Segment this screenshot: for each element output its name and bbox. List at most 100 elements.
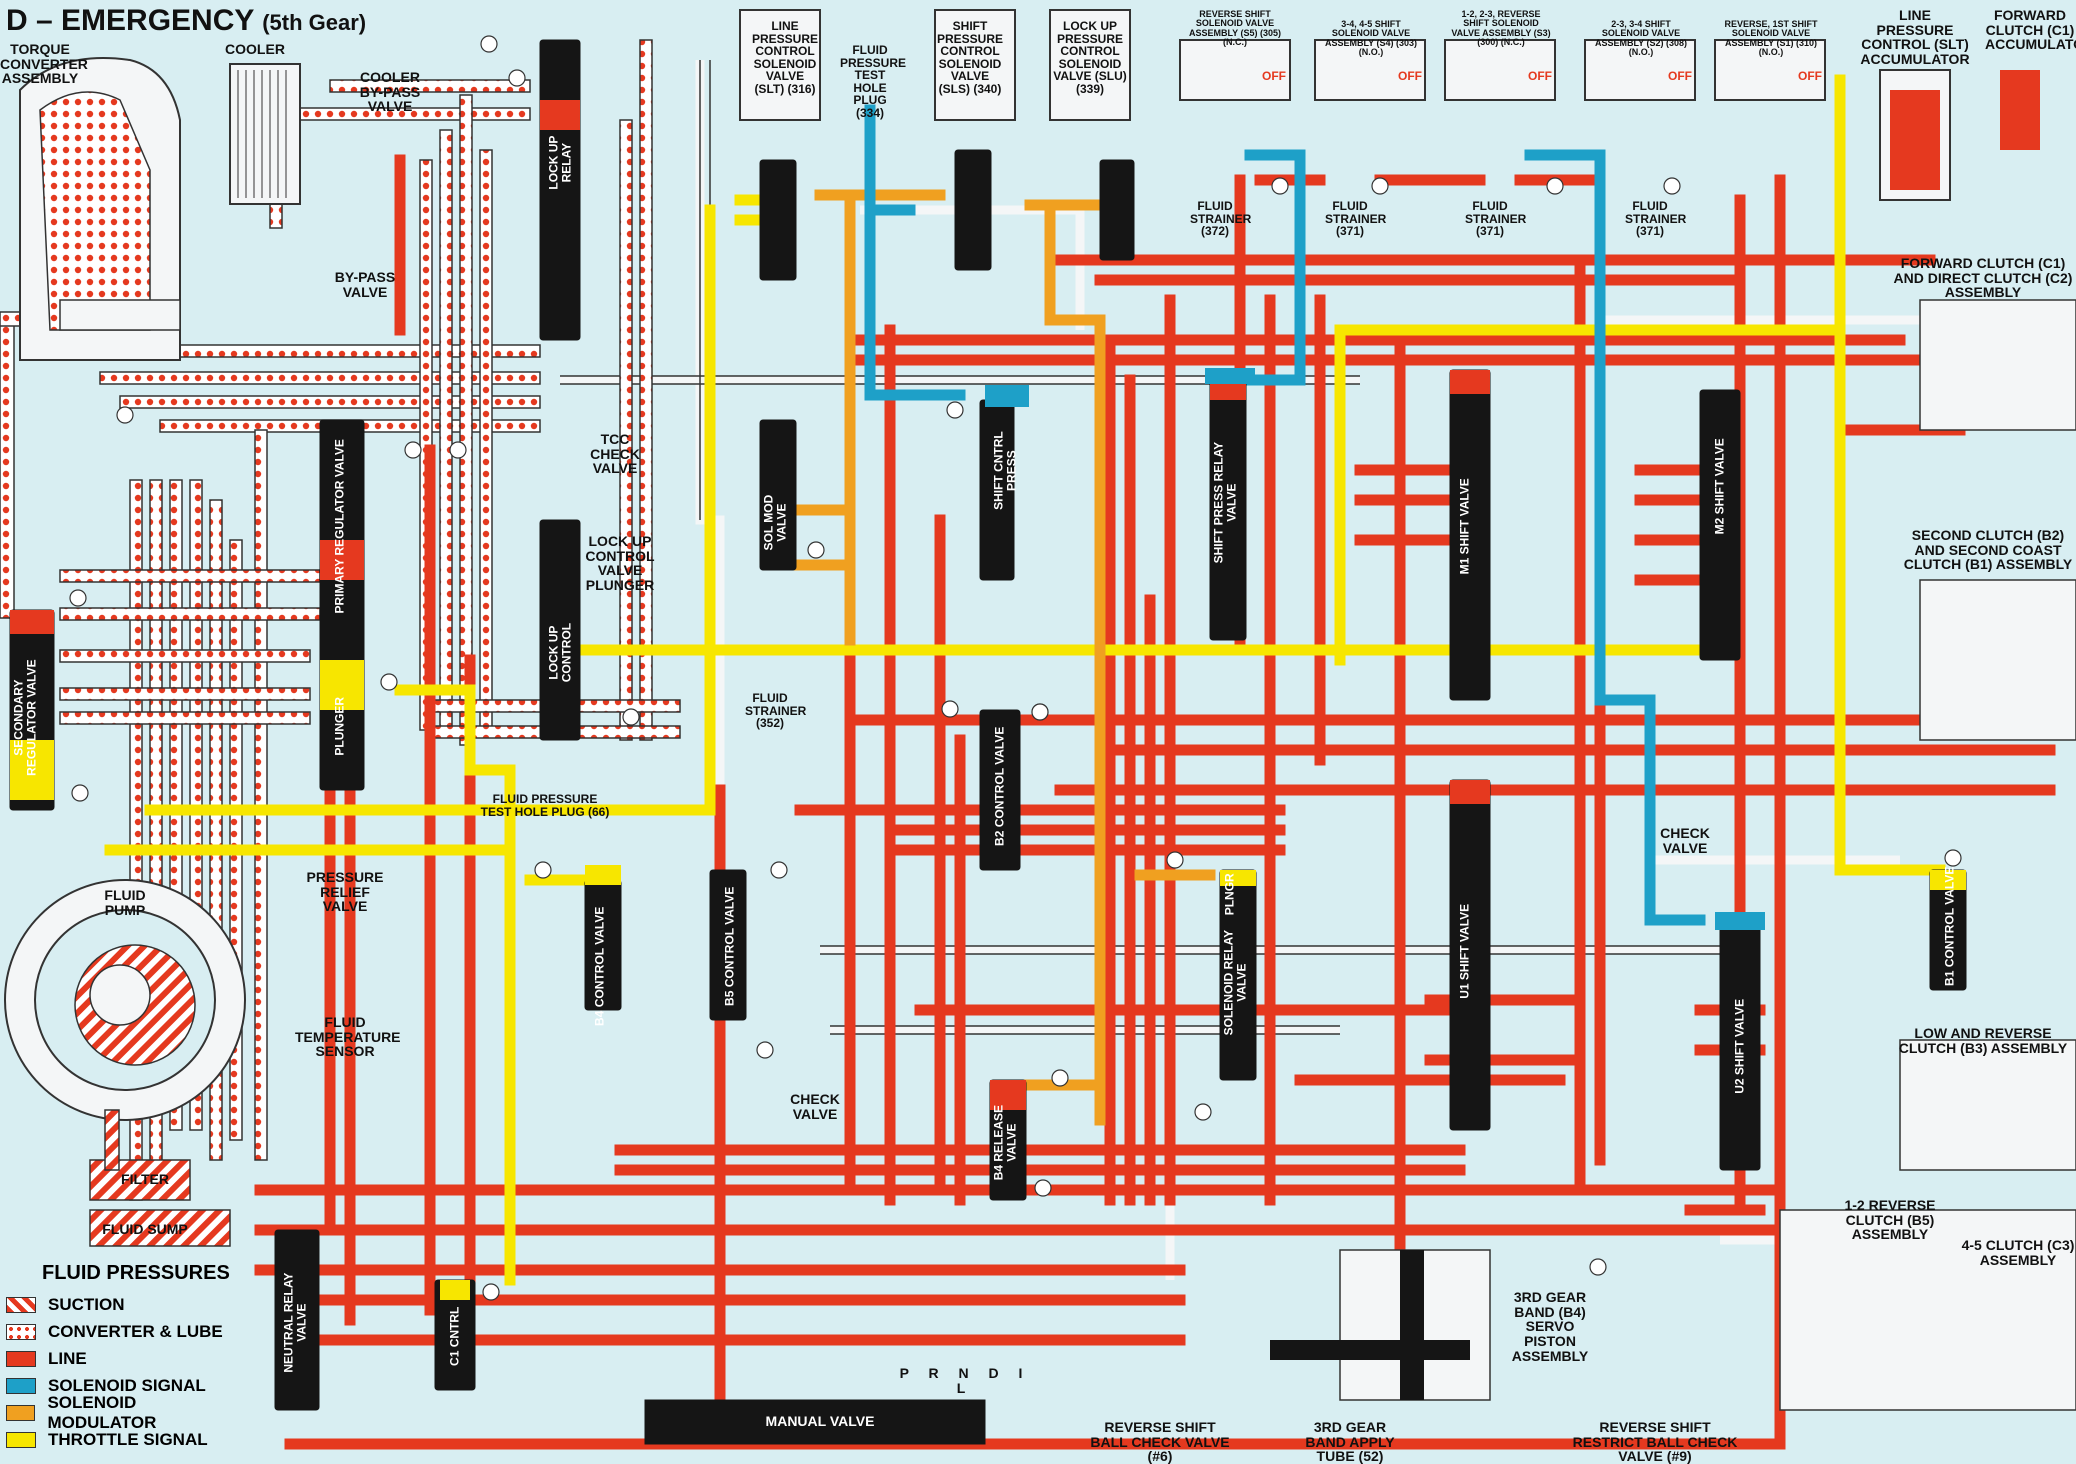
band-servo-label: 3RD GEAR BAND (B4) SERVO PISTON ASSEMBLY <box>1511 1289 1589 1364</box>
secondary-reg-label: SECONDARY REGULATOR VALVE <box>11 659 38 776</box>
sol-mod-label: SOL MOD VALVE <box>761 494 788 551</box>
s5-label: REVERSE SHIFT SOLENOID VALVE ASSEMBLY (S… <box>1188 9 1282 48</box>
lock-up-relay-label: LOCK UP RELAY <box>546 135 573 190</box>
legend-item: CONVERTER & LUBE <box>6 1318 246 1345</box>
clutch-assemblies <box>1339 299 2076 1411</box>
plunger-label: PLUNGER <box>332 696 347 756</box>
fluid-pump-label: FLUID PUMP <box>104 887 146 918</box>
legend-item: THROTTLE SIGNAL <box>6 1426 246 1453</box>
legend-label: LINE <box>48 1348 87 1368</box>
neutral-relay-label: NEUTRAL RELAY VALVE <box>281 1272 308 1373</box>
primary-reg-label: PRIMARY REGULATOR VALVE <box>332 439 347 614</box>
temp-sensor-label: FLUID TEMPERATURE SENSOR <box>295 1014 401 1060</box>
legend: FLUID PRESSURES SUCTION CONVERTER & LUBE… <box>6 1262 246 1453</box>
u1-shift-label: U1 SHIFT VALVE <box>1457 903 1472 999</box>
b5-control-label: B5 CONTROL VALVE <box>722 886 737 1006</box>
slt-label: LINE PRESSURE CONTROL SOLENOID VALVE (SL… <box>751 19 819 96</box>
pressure-relief-label: PRESSURE RELIEF VALVE <box>306 869 384 915</box>
strainer-371c-label: FLUID STRAINER (371) <box>1625 199 1687 239</box>
fluid-sump-label: FLUID SUMP <box>102 1221 188 1237</box>
b4-control-label: B4 CONTROL VALVE <box>592 906 607 1026</box>
c1-accumulator-label: FORWARD CLUTCH (C1) ACCUMULATOR <box>1985 7 2076 53</box>
m2-shift-label: M2 SHIFT VALVE <box>1712 438 1727 535</box>
filter-label: FILTER <box>121 1171 169 1187</box>
manual-valve-label: MANUAL VALVE <box>765 1413 875 1429</box>
band-apply-tube-label: 3RD GEAR BAND APPLY TUBE (52) <box>1305 1419 1395 1464</box>
shift-cntrl-press-label: SHIFT CNTRL PRESS <box>991 431 1018 510</box>
b3-label: LOW AND REVERSE CLUTCH (B3) ASSEMBLY <box>1898 1025 2068 1056</box>
legend-item: SOLENOID SIGNAL <box>6 1372 246 1399</box>
b5-label: 1-2 REVERSE CLUTCH (B5) ASSEMBLY <box>1844 1197 1936 1243</box>
legend-item: SOLENOID MODULATOR <box>6 1393 246 1432</box>
m1-shift-label: M1 SHIFT VALVE <box>1457 478 1472 575</box>
tcc-check-label: TCC CHECK VALVE <box>590 431 640 477</box>
s3-label: 1-2, 2-3, REVERSE SHIFT SOLENOID VALVE A… <box>1451 9 1551 48</box>
strainer-371a-label: FLUID STRAINER (371) <box>1325 199 1387 239</box>
diagram-title: D – EMERGENCY (5th Gear) <box>6 4 366 38</box>
throttle-signal-swatch <box>6 1431 36 1448</box>
legend-label: SOLENOID MODULATOR <box>47 1392 157 1432</box>
b1-control-label: B1 CONTROL VALVE <box>1942 866 1957 986</box>
slt-accumulator-label: LINE PRESSURE CONTROL (SLT) ACCUMULATOR <box>1860 7 1970 68</box>
s1-label: REVERSE, 1ST SHIFT SOLENOID VALVE ASSEMB… <box>1724 19 1818 58</box>
solenoid-signal-swatch <box>6 1377 36 1394</box>
title-main: D – EMERGENCY <box>6 4 254 37</box>
s4-off: OFF <box>1398 69 1422 83</box>
c3-label: 4-5 CLUTCH (C3) ASSEMBLY <box>1961 1237 2075 1268</box>
c1-cntrl-label: C1 CNTRL <box>447 1306 462 1366</box>
bypass-valve-label: BY-PASS VALVE <box>334 269 396 300</box>
s2-off: OFF <box>1668 69 1692 83</box>
c1-c2-label: FORWARD CLUTCH (C1) AND DIRECT CLUTCH (C… <box>1893 255 2073 301</box>
line-swatch <box>6 1350 36 1367</box>
legend-label: SOLENOID SIGNAL <box>48 1375 206 1395</box>
torque-converter-label: TORQUE CONVERTER ASSEMBLY <box>0 41 88 87</box>
solenoid-signal-passages <box>864 104 1706 926</box>
suction-swatch <box>6 1296 36 1313</box>
slu-label: LOCK UP PRESSURE CONTROL SOLENOID VALVE … <box>1053 19 1127 96</box>
legend-label: THROTTLE SIGNAL <box>48 1429 208 1449</box>
u2-shift-label: U2 SHIFT VALVE <box>1732 998 1747 1094</box>
cooler <box>229 63 301 205</box>
throttle-signal-passages <box>104 74 1946 1286</box>
strainer-371b-label: FLUID STRAINER (371) <box>1465 199 1527 239</box>
strainer-372-label: FLUID STRAINER (372) <box>1190 199 1252 239</box>
b2-b1-label: SECOND CLUTCH (B2) AND SECOND COAST CLUT… <box>1903 527 2073 573</box>
legend-heading: FLUID PRESSURES <box>42 1262 230 1284</box>
shift-press-relay-label: SHIFT PRESS RELAY VALVE <box>1211 441 1238 564</box>
s1-off: OFF <box>1798 69 1822 83</box>
cooler-label: COOLER <box>225 41 285 57</box>
b4-release-label: B4 RELEASE VALVE <box>991 1104 1018 1181</box>
legend-label: SUCTION <box>48 1294 125 1314</box>
check-valve-label: CHECK VALVE <box>790 1091 840 1122</box>
solenoid-modulator-swatch <box>6 1404 36 1421</box>
prndl-label: P R N D I L <box>899 1365 1031 1396</box>
legend-item: SUCTION <box>6 1291 246 1318</box>
s5-off: OFF <box>1262 69 1286 83</box>
dots-swatch <box>6 1323 36 1340</box>
legend-label: CONVERTER & LUBE <box>48 1321 223 1341</box>
test-plug-334-label: FLUID PRESSURE TEST HOLE PLUG (334) <box>840 43 907 120</box>
torque-converter <box>19 57 181 361</box>
fluid-pump <box>4 879 246 1247</box>
valve-bodies <box>9 39 1967 1445</box>
check-valve-2-label: CHECK VALVE <box>1660 825 1710 856</box>
reverse-shift-ball-label: REVERSE SHIFT BALL CHECK VALVE (#6) <box>1090 1419 1230 1464</box>
test-plug-66-label: FLUID PRESSURE TEST HOLE PLUG (66) <box>480 792 610 819</box>
lock-up-control-label: LOCK UP CONTROL <box>546 622 573 683</box>
reverse-restrict-ball-label: REVERSE SHIFT RESTRICT BALL CHECK VALVE … <box>1572 1419 1738 1464</box>
sls-label: SHIFT PRESSURE CONTROL SOLENOID VALVE (S… <box>936 19 1004 96</box>
b2-control-label: B2 CONTROL VALVE <box>992 726 1007 846</box>
s3-off: OFF <box>1528 69 1552 83</box>
plngr-label: PLNGR <box>1222 873 1237 916</box>
circled-markers <box>69 35 1962 1301</box>
legend-item: LINE <box>6 1345 246 1372</box>
lockup-plunger-label: LOCK UP CONTROL VALVE PLUNGER <box>585 533 655 594</box>
cooler-bypass-label: COOLER BY-PASS VALVE <box>359 69 421 115</box>
strainer-352-label: FLUID STRAINER (352) <box>745 691 807 731</box>
solenoid-relay-label: SOLENOID RELAY VALVE <box>1221 929 1248 1036</box>
s4-label: 3-4, 4-5 SHIFT SOLENOID VALVE ASSEMBLY (… <box>1324 19 1418 58</box>
s2-label: 2-3, 3-4 SHIFT SOLENOID VALVE ASSEMBLY (… <box>1594 19 1688 58</box>
title-sub: (5th Gear) <box>262 10 367 35</box>
